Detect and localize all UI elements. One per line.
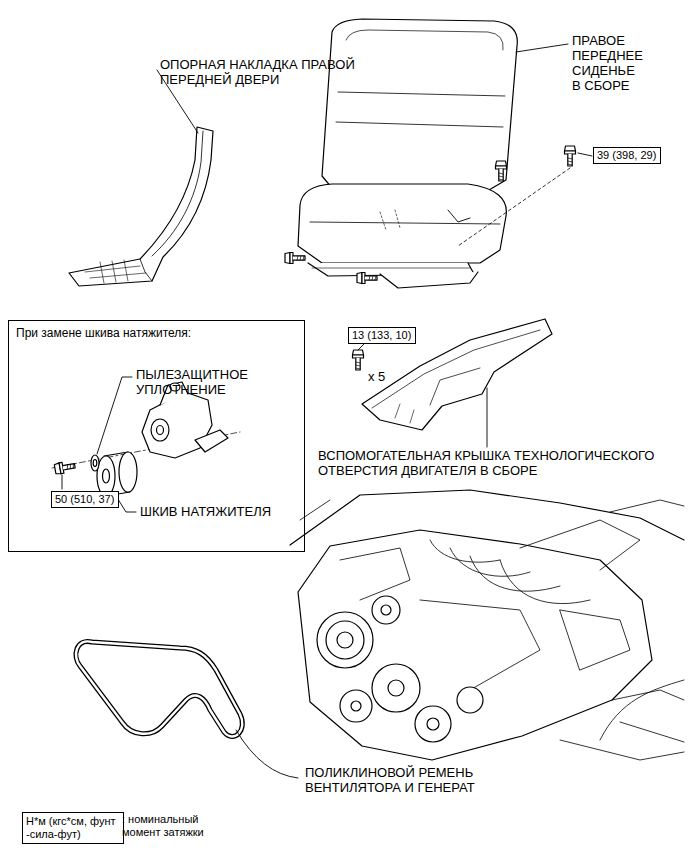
door-scuff-plate	[69, 70, 213, 286]
torque-value: 50 (510, 37)	[55, 493, 114, 506]
torque-box: 39 (398, 29)	[593, 147, 661, 164]
leader-line	[116, 496, 136, 512]
torque-value: Н*м (кгс*см, фунт -сила-фут)	[26, 815, 120, 840]
legend-sample-box: Н*м (кгс*см, фунт -сила-фут)	[22, 812, 124, 844]
part-name: ВСПОМОГАТЕЛЬНАЯ КРЫШКА ТЕХНОЛОГИЧЕСКОГО …	[318, 449, 663, 479]
torque-value: 39 (398, 29)	[597, 149, 656, 162]
leader-line	[236, 730, 298, 778]
quantity-note: x 5	[368, 370, 385, 385]
leader-line	[97, 377, 132, 454]
leader-line	[578, 153, 592, 156]
leader-line	[516, 44, 568, 52]
legend-text: : номинальный момент затяжки	[122, 813, 204, 838]
v-ribbed-belt	[76, 641, 298, 778]
leader-line	[358, 344, 364, 350]
part-name: ПОЛИКЛИНОВОЙ РЕМЕНЬ ВЕНТИЛЯТОРА И ГЕНЕРА…	[305, 766, 500, 796]
torque-value: 13 (133, 10)	[352, 329, 411, 342]
leader-line	[458, 168, 570, 246]
tensioner-assembly	[52, 377, 240, 512]
engine	[290, 490, 684, 760]
part-name: ПРАВОЕ ПЕРЕДНЕЕ СИДЕНЬЕ В СБОРЕ	[572, 34, 644, 94]
part-name: ОПОРНАЯ НАКЛАДКА ПРАВОЙ ПЕРЕДНЕЙ ДВЕРИ	[160, 58, 385, 88]
torque-box: 50 (510, 37)	[51, 491, 119, 508]
legend-entry: : номинальный момент затяжки	[122, 813, 227, 839]
leader-line	[62, 475, 63, 489]
leader-line	[487, 388, 488, 447]
part-name: ПЫЛЕЗАЩИТНОЕ УПЛОТНЕНИЕ	[136, 368, 286, 398]
service-hole-cover	[353, 319, 553, 447]
inset-heading: При замене шкива натяжителя:	[16, 327, 191, 341]
part-name: ШКИВ НАТЯЖИТЕЛЯ	[140, 505, 271, 520]
torque-box: 13 (133, 10)	[348, 327, 416, 344]
